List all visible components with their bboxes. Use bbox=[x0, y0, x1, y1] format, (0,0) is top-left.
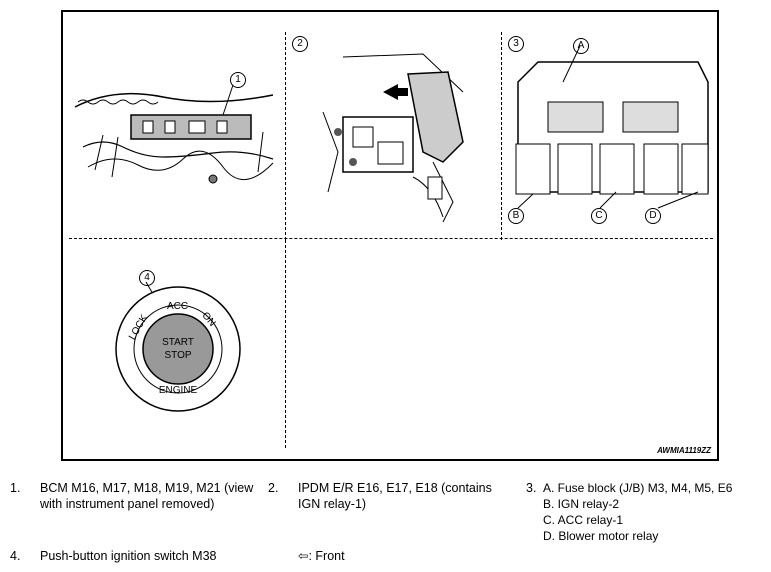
switch-label-engine: ENGINE bbox=[158, 385, 198, 396]
legend-item-4: 4. Push-button ignition switch M38 bbox=[10, 548, 216, 564]
panel-3-badge: 3 bbox=[508, 36, 524, 52]
legend-number: 2. bbox=[268, 481, 279, 495]
legend-number: 1. bbox=[10, 481, 21, 495]
legend-line: Push-button ignition switch M38 bbox=[40, 549, 217, 563]
panel-1-badge: 1 bbox=[230, 72, 246, 88]
relay-a-badge: A bbox=[573, 38, 589, 54]
legend-line: C. ACC relay-1 bbox=[543, 513, 624, 527]
relay-d-badge: D bbox=[645, 208, 661, 224]
legend-line: with instrument panel removed) bbox=[40, 497, 215, 511]
legend-item-3: 3. A. Fuse block (J/B) M3, M4, M5, E6 B.… bbox=[526, 480, 732, 544]
legend-line: ⇦: Front bbox=[298, 549, 345, 563]
panel-divider-v1 bbox=[285, 32, 286, 240]
panel-divider-h bbox=[69, 238, 713, 239]
legend-number: 4. bbox=[10, 549, 21, 563]
switch-label-start: START bbox=[162, 337, 194, 348]
legend-item-2: 2. IPDM E/R E16, E17, E18 (contains IGN … bbox=[268, 480, 492, 512]
legend-item-front: ⇦: Front bbox=[298, 548, 345, 564]
legend-line: IGN relay-1) bbox=[298, 497, 367, 511]
legend-number: 3. bbox=[526, 481, 537, 495]
relay-b-badge: B bbox=[508, 208, 524, 224]
legend-item-1: 1. BCM M16, M17, M18, M19, M21 (view wit… bbox=[10, 480, 253, 512]
ignition-switch-illustration bbox=[115, 281, 241, 412]
switch-label-stop: STOP bbox=[164, 350, 192, 361]
panel-divider-v3 bbox=[285, 240, 286, 448]
component-location-figure: 1 2 3 A B C D bbox=[61, 10, 719, 461]
legend-line: BCM M16, M17, M18, M19, M21 (view bbox=[40, 481, 254, 495]
legend-line: D. Blower motor relay bbox=[543, 529, 659, 543]
panel-divider-v2 bbox=[501, 32, 502, 240]
switch-label-acc: ACC bbox=[167, 301, 189, 312]
legend-line: A. Fuse block (J/B) M3, M4, M5, E6 bbox=[543, 481, 733, 495]
panel-4-badge: 4 bbox=[139, 270, 155, 286]
figure-code: AWMIA1119ZZ bbox=[657, 446, 711, 455]
legend-line: IPDM E/R E16, E17, E18 (contains bbox=[298, 481, 492, 495]
ipdm-illustration bbox=[322, 53, 464, 223]
bcm-illustration bbox=[74, 84, 274, 184]
relay-c-badge: C bbox=[591, 208, 607, 224]
panel-2-badge: 2 bbox=[292, 36, 308, 52]
fuse-block-illustration bbox=[515, 45, 709, 209]
legend-line: B. IGN relay-2 bbox=[543, 497, 620, 511]
